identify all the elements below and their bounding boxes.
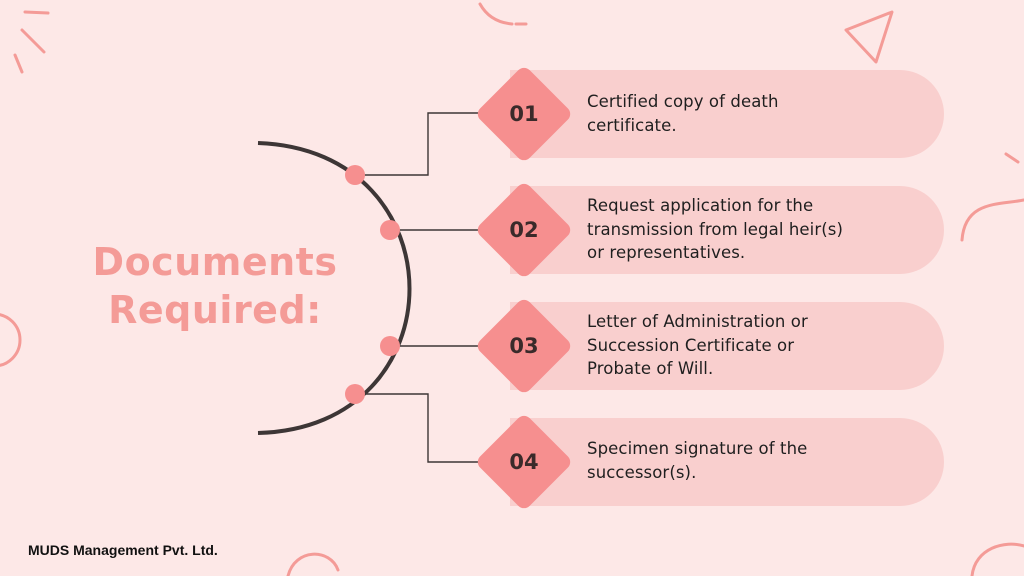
circle-decor: [0, 313, 22, 367]
description-line: Letter of Administration or: [587, 312, 808, 331]
item-card-01: [510, 70, 944, 158]
description-line: or representatives.: [587, 243, 746, 262]
item-card-04: [510, 418, 944, 506]
description-line: Specimen signature of the: [587, 439, 808, 458]
item-card-02: [510, 186, 944, 274]
item-description-01: Certified copy of death certificate.: [587, 90, 917, 137]
item-number: 01: [509, 102, 539, 126]
company-name-footer: MUDS Management Pvt. Ltd.: [28, 542, 218, 558]
triangle-decor: [844, 10, 894, 64]
timeline-arc: [257, 141, 412, 435]
description-line: Request application for the: [587, 196, 814, 215]
description-line: transmission from legal heir(s): [587, 219, 843, 239]
description-line: successor(s).: [587, 462, 697, 482]
decor-dash: [23, 10, 50, 15]
description-line: Succession Certificate or: [587, 335, 795, 355]
item-number: 02: [509, 218, 539, 242]
description-line: certificate.: [587, 115, 677, 135]
timeline-dot: [380, 220, 400, 240]
item-description-02: Request application for the transmission…: [587, 194, 917, 265]
item-number: 03: [509, 334, 539, 358]
decor-curve: [960, 198, 1024, 242]
description-line: Probate of Will.: [587, 359, 714, 378]
item-number: 04: [509, 450, 539, 474]
slide-title: Documents Required:: [60, 238, 370, 334]
timeline-dot: [345, 165, 365, 185]
timeline-dot: [380, 336, 400, 356]
decor-curve: [970, 542, 1024, 576]
decor-dash: [1004, 152, 1020, 164]
item-description-03: Letter of Administration or Succession C…: [587, 310, 917, 381]
item-card-03: [510, 302, 944, 390]
title-line-2: Required:: [108, 288, 322, 332]
timeline-dot: [345, 384, 365, 404]
decor-dash: [20, 28, 46, 54]
decor-curve: [478, 2, 514, 26]
title-line-1: Documents: [92, 240, 338, 284]
connector-line: [355, 393, 478, 463]
description-line: Certified copy of death: [587, 92, 779, 111]
decor-dash: [13, 53, 24, 74]
decor-curve: [286, 552, 340, 576]
connector-line: [355, 112, 478, 176]
item-description-04: Specimen signature of the successor(s).: [587, 437, 917, 484]
